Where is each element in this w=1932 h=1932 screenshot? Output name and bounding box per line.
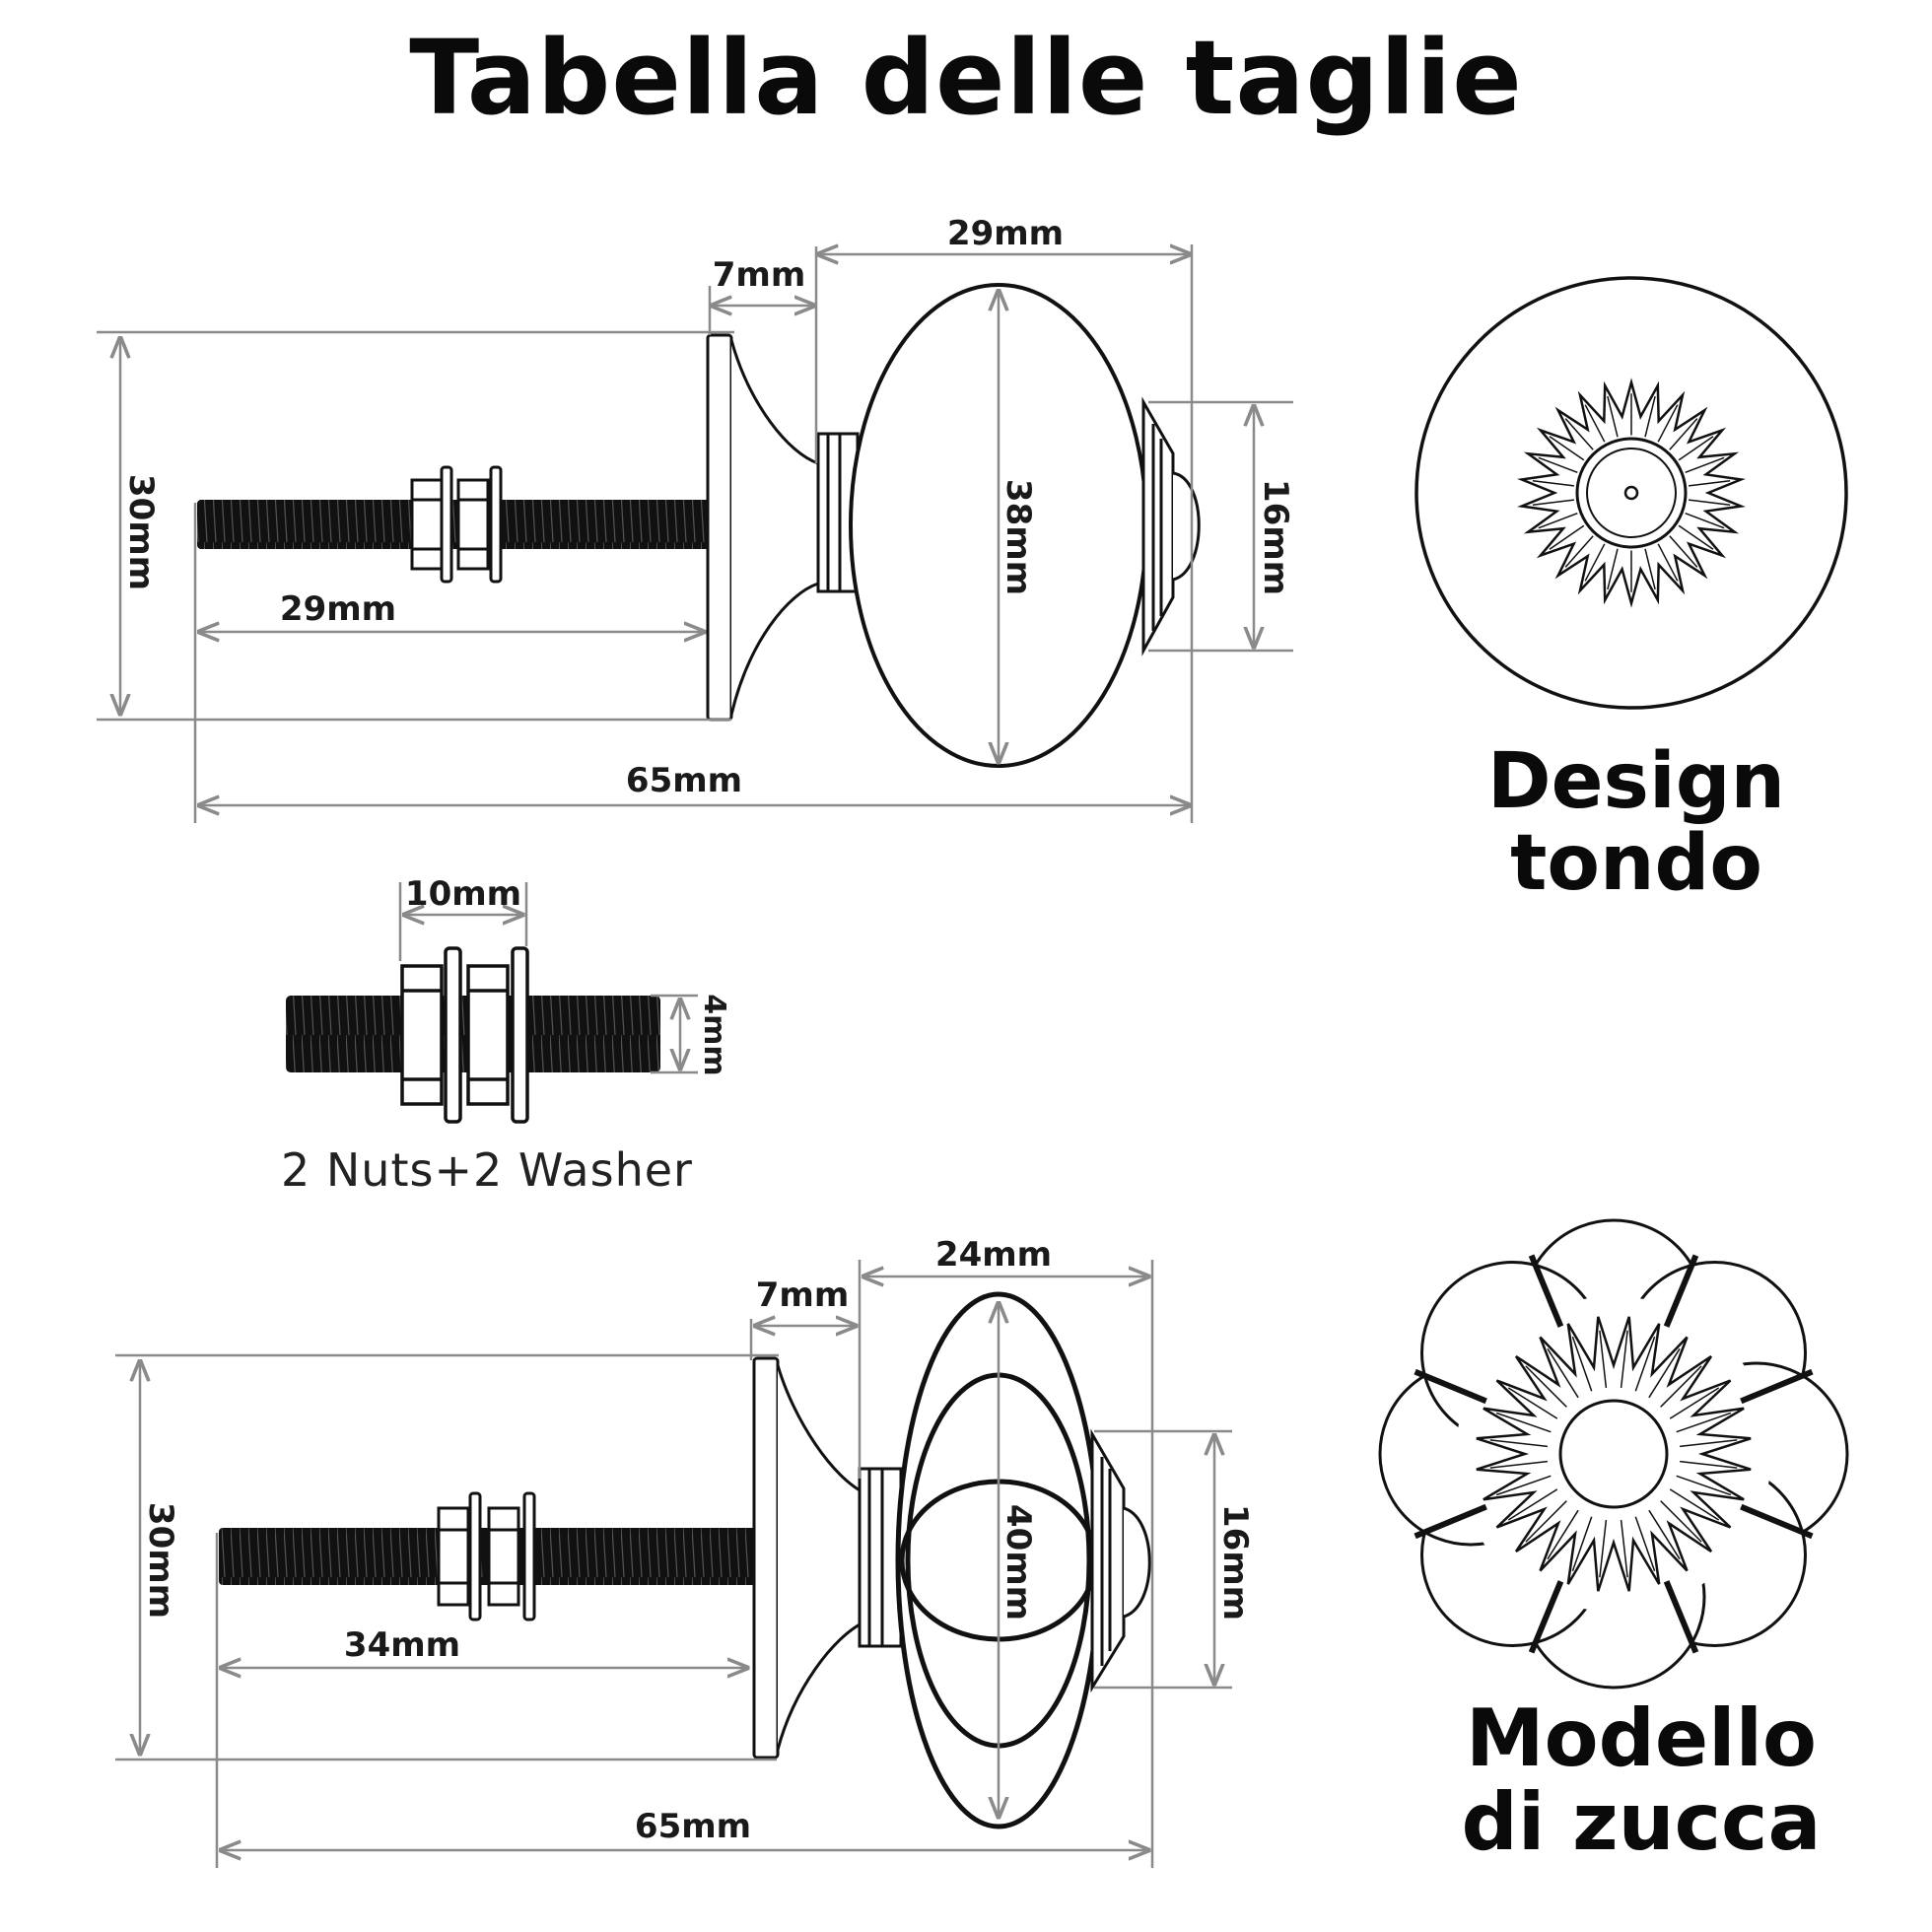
pumpkin-design-label: Modello di zucca [1434, 1692, 1848, 1868]
rosette-ray [1620, 1520, 1628, 1578]
rosette-ray [1669, 1488, 1720, 1521]
petal-groove [1414, 1368, 1487, 1405]
petal-groove [1414, 1503, 1487, 1540]
round-head-diameter-label: 38mm [999, 479, 1038, 595]
round-cap-diameter-label: 16mm [1256, 479, 1295, 595]
pumpkin-head-diameter-label: 40mm [999, 1504, 1038, 1621]
round-knob-side-view [197, 283, 1201, 768]
rosette-ray [1549, 436, 1585, 461]
rosette-ray [1599, 1330, 1608, 1388]
rosette-ray [1634, 1516, 1656, 1572]
round-total-length-label: 65mm [626, 761, 742, 800]
pumpkin-design-label-line1: Modello [1466, 1692, 1817, 1784]
nut-width-label: 10mm [405, 874, 521, 914]
screw-thread [197, 500, 713, 549]
rosette-ray [1678, 436, 1714, 461]
rosette-ray [1648, 1347, 1681, 1399]
petal-groove [1663, 1580, 1699, 1654]
petal-groove [1528, 1580, 1564, 1654]
rosette-ray [1564, 535, 1594, 568]
rosette-ray [1685, 512, 1725, 529]
pumpkin-total-length-label: 65mm [635, 1807, 751, 1846]
rosette-ray [1634, 1336, 1656, 1392]
petal-groove [1663, 1254, 1699, 1328]
rosette-ray [1680, 1439, 1738, 1448]
nut-washer-group [410, 465, 503, 584]
pumpkin-base-width-label: 7mm [756, 1276, 850, 1315]
rosette-ray [1685, 456, 1725, 474]
pumpkin-knob-dimension-labels: 7mm 24mm 30mm 40mm 16mm 34mm 65mm [141, 1235, 1255, 1846]
rosette-ray [1669, 1387, 1720, 1419]
round-knob-front-view [1414, 276, 1848, 710]
rosette-ray [1549, 524, 1585, 550]
round-knob-dimensions [97, 244, 1293, 823]
pumpkin-head-width-label: 24mm [935, 1235, 1052, 1275]
rosette-ray [1676, 1475, 1732, 1496]
rosette-ray [1507, 1387, 1558, 1419]
rosette-ray [1538, 512, 1578, 529]
rosette-ray [1571, 1336, 1593, 1392]
rosette-ray [1678, 524, 1714, 550]
rosette-ray [1644, 395, 1656, 438]
petal-groove [1740, 1503, 1814, 1540]
rosette-ray [1532, 480, 1574, 487]
rosette-ray [1532, 499, 1574, 506]
rosette-ray [1660, 1500, 1702, 1543]
rosette-ray [1584, 404, 1606, 443]
screw-diameter-label: 4mm [697, 994, 731, 1075]
rosette-ray [1669, 535, 1698, 568]
rosette-ray [1607, 395, 1619, 438]
round-design-label-line1: Design [1486, 737, 1786, 826]
rosette-ray [1584, 543, 1606, 582]
hardware-caption: 2 Nuts+2 Washer [281, 1143, 693, 1197]
rosette-ray [1547, 1347, 1579, 1399]
rosette-ray [1507, 1488, 1558, 1521]
hardware-detail: 10mm 4mm [286, 874, 731, 1124]
rosette-ray [1525, 1365, 1567, 1408]
rosette-ray [1657, 404, 1679, 443]
rosette-ray [1564, 418, 1594, 450]
round-screw-length-label: 29mm [280, 589, 396, 629]
rosette-ray [1607, 548, 1619, 590]
rosette-ray [1676, 1412, 1732, 1433]
rosette-ray [1547, 1509, 1579, 1560]
rosette-ray [1660, 1365, 1702, 1408]
rosette-ray [1495, 1475, 1552, 1496]
rosette-ray [1644, 548, 1656, 590]
pumpkin-cap-diameter-label: 16mm [1215, 1504, 1255, 1621]
petal-groove [1740, 1368, 1814, 1405]
rosette-ray [1620, 1330, 1628, 1388]
round-knob-dimension-labels: 7mm 29mm 30mm 38mm 16mm 29mm 65mm [121, 214, 1295, 800]
pumpkin-knob-dimensions [115, 1260, 1232, 1868]
round-design-label-line2: tondo [1510, 818, 1762, 908]
pumpkin-screw-length-label: 34mm [344, 1625, 460, 1665]
round-base-width-label: 7mm [713, 255, 806, 295]
rosette-ray [1689, 499, 1731, 506]
rosette-ray [1657, 543, 1679, 582]
rosette-ray [1571, 1516, 1593, 1572]
rosette-ray [1599, 1520, 1608, 1578]
rosette-ray [1648, 1509, 1681, 1560]
pumpkin-design-label-line2: di zucca [1461, 1775, 1822, 1868]
rosette-ray [1495, 1412, 1552, 1433]
pumpkin-height-label: 30mm [141, 1502, 180, 1619]
rosette-ray [1538, 456, 1578, 474]
rosette-ray [1489, 1439, 1548, 1448]
rosette-ray [1525, 1500, 1567, 1543]
pumpkin-knob-side-view [219, 1291, 1151, 1829]
rosette-ray [1689, 480, 1731, 487]
rosette-ray [1489, 1460, 1548, 1469]
pumpkin-knob-front-view [1378, 1218, 1849, 1690]
petal-groove [1528, 1254, 1564, 1328]
round-design-label: Design tondo [1449, 741, 1824, 904]
rosette-ray [1680, 1460, 1738, 1469]
rosette-ray [1669, 418, 1698, 450]
round-head-width-label: 29mm [947, 214, 1064, 253]
round-height-label: 30mm [121, 474, 161, 590]
page-title: Tabella delle taglie [409, 18, 1523, 138]
